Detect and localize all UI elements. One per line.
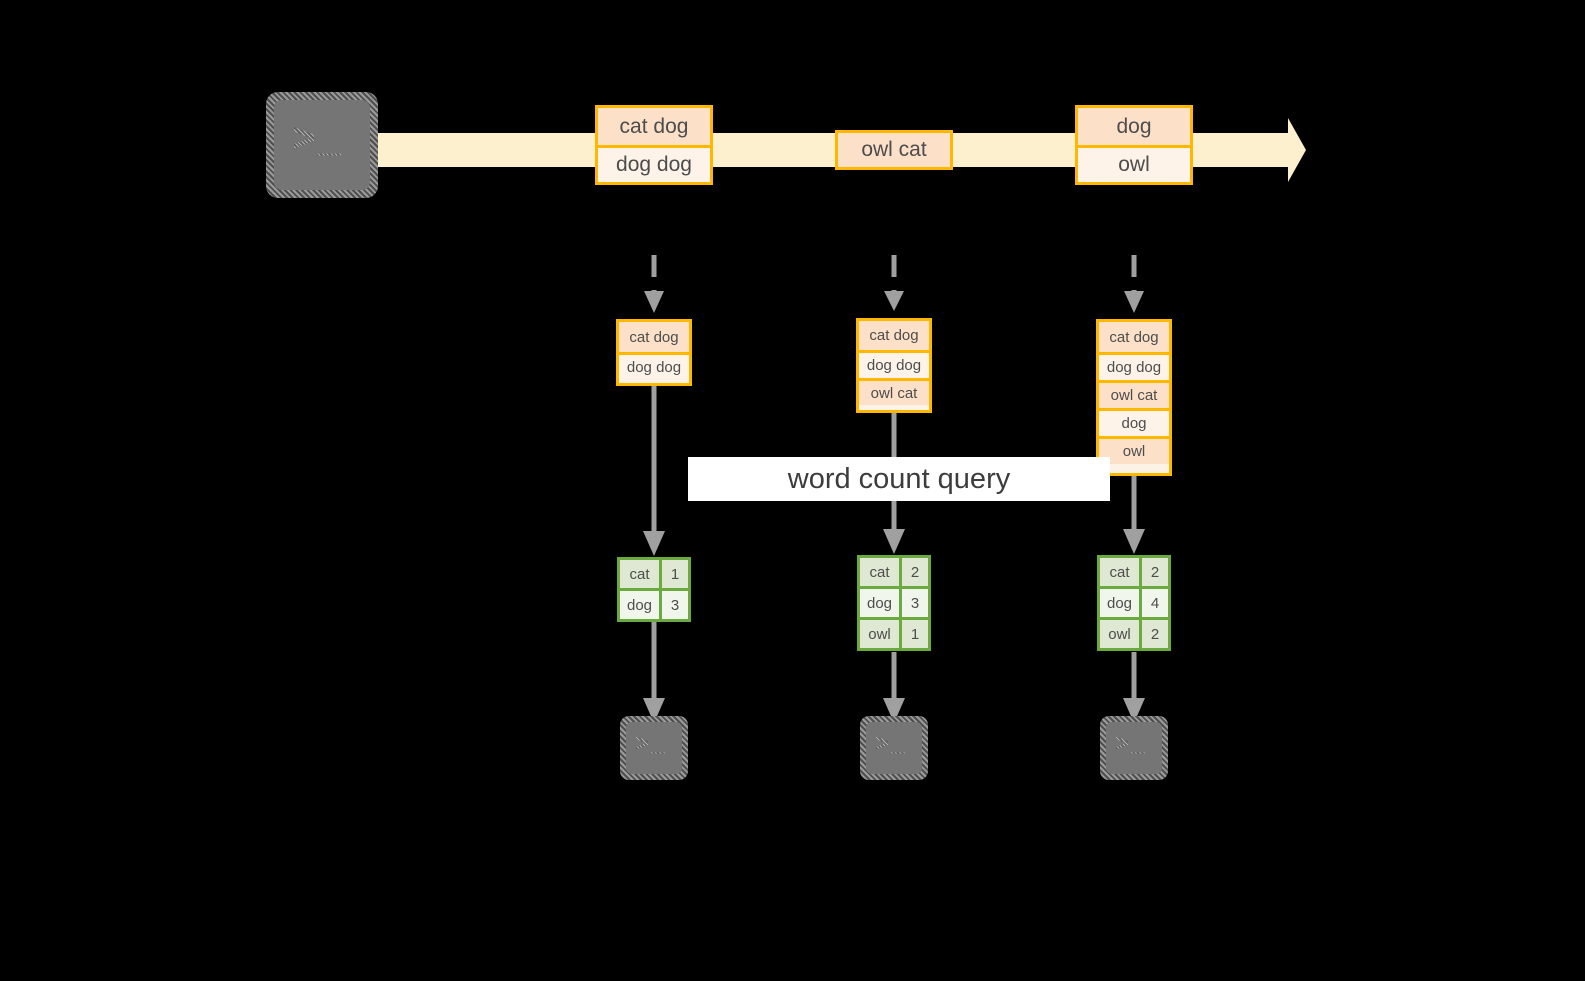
result-word: cat (620, 560, 662, 588)
result-count: 2 (902, 558, 928, 586)
accumulated-row[interactable]: dog dog (619, 352, 689, 380)
query-label-text: word count query (787, 462, 1011, 495)
terminal-screen (1106, 722, 1162, 774)
terminal-icon-consumer-1[interactable]: >_ (620, 716, 688, 780)
result-count: 2 (1142, 558, 1168, 586)
terminal-icon-producer[interactable]: >_ (266, 92, 378, 198)
accumulated-row[interactable]: owl cat (1099, 380, 1169, 408)
result-word: owl (1100, 620, 1142, 648)
result-word: cat (1100, 558, 1142, 586)
terminal-prompt-glyph: >_ (635, 732, 666, 759)
accumulated-row[interactable]: dog dog (1099, 352, 1169, 380)
result-row[interactable]: dog 4 (1100, 586, 1168, 617)
terminal-screen (274, 100, 370, 190)
stream-message-row[interactable]: cat dog (598, 108, 710, 145)
accumulated-stack-2[interactable]: cat dog dog dog owl cat (856, 318, 932, 413)
result-row[interactable]: cat 2 (860, 558, 928, 586)
accumulated-row[interactable]: dog (1099, 408, 1169, 436)
terminal-prompt-glyph: >_ (292, 119, 343, 164)
result-table-2[interactable]: cat 2 dog 3 owl 1 (857, 555, 931, 651)
stream-message-batch-1[interactable]: cat dog dog dog (595, 105, 713, 185)
stream-message-row[interactable]: owl cat (838, 133, 950, 167)
terminal-icon-consumer-3[interactable]: >_ (1100, 716, 1168, 780)
terminal-icon-consumer-2[interactable]: >_ (860, 716, 928, 780)
result-count: 4 (1142, 589, 1168, 617)
accumulated-stack-3[interactable]: cat dog dog dog owl cat dog owl (1096, 319, 1172, 476)
accumulated-row[interactable]: dog dog (859, 350, 929, 378)
stream-message-row[interactable]: owl (1078, 145, 1190, 182)
result-row[interactable]: owl 1 (860, 617, 928, 648)
result-output-lines (651, 622, 1137, 700)
query-flow-arrowheads (643, 529, 1145, 556)
accumulated-row[interactable]: owl (1099, 436, 1169, 464)
accumulated-stack-1[interactable]: cat dog dog dog (616, 319, 692, 386)
result-row[interactable]: cat 2 (1100, 558, 1168, 586)
terminal-prompt-glyph: >_ (875, 732, 906, 759)
result-row[interactable]: owl 2 (1100, 617, 1168, 648)
result-row[interactable]: cat 1 (620, 560, 688, 588)
result-word: dog (860, 589, 902, 617)
accumulated-row[interactable]: cat dog (1099, 322, 1169, 352)
result-word: cat (860, 558, 902, 586)
terminal-prompt-glyph: >_ (1115, 732, 1146, 759)
stream-message-row[interactable]: dog (1078, 108, 1190, 145)
terminal-screen (866, 722, 922, 774)
snapshot-tap-lines (651, 255, 1137, 292)
result-count: 1 (662, 560, 688, 588)
stream-message-batch-3[interactable]: dog owl (1075, 105, 1193, 185)
snapshot-tap-arrowheads (644, 291, 1144, 313)
result-word: dog (1100, 589, 1142, 617)
result-output-arrowheads (643, 698, 1145, 723)
result-count: 3 (902, 589, 928, 617)
stream-message-row[interactable]: dog dog (598, 145, 710, 182)
query-label: word count query (688, 457, 1110, 501)
result-row[interactable]: dog 3 (860, 586, 928, 617)
stream-message-batch-2[interactable]: owl cat (835, 130, 953, 170)
result-count: 1 (902, 620, 928, 648)
result-table-3[interactable]: cat 2 dog 4 owl 2 (1097, 555, 1171, 651)
result-word: dog (620, 591, 662, 619)
accumulated-row[interactable]: owl cat (859, 378, 929, 405)
result-word: owl (860, 620, 902, 648)
result-table-1[interactable]: cat 1 dog 3 (617, 557, 691, 622)
accumulated-row[interactable]: cat dog (859, 321, 929, 350)
result-count: 3 (662, 591, 688, 619)
terminal-screen (626, 722, 682, 774)
result-count: 2 (1142, 620, 1168, 648)
result-row[interactable]: dog 3 (620, 588, 688, 619)
accumulated-row[interactable]: cat dog (619, 322, 689, 352)
